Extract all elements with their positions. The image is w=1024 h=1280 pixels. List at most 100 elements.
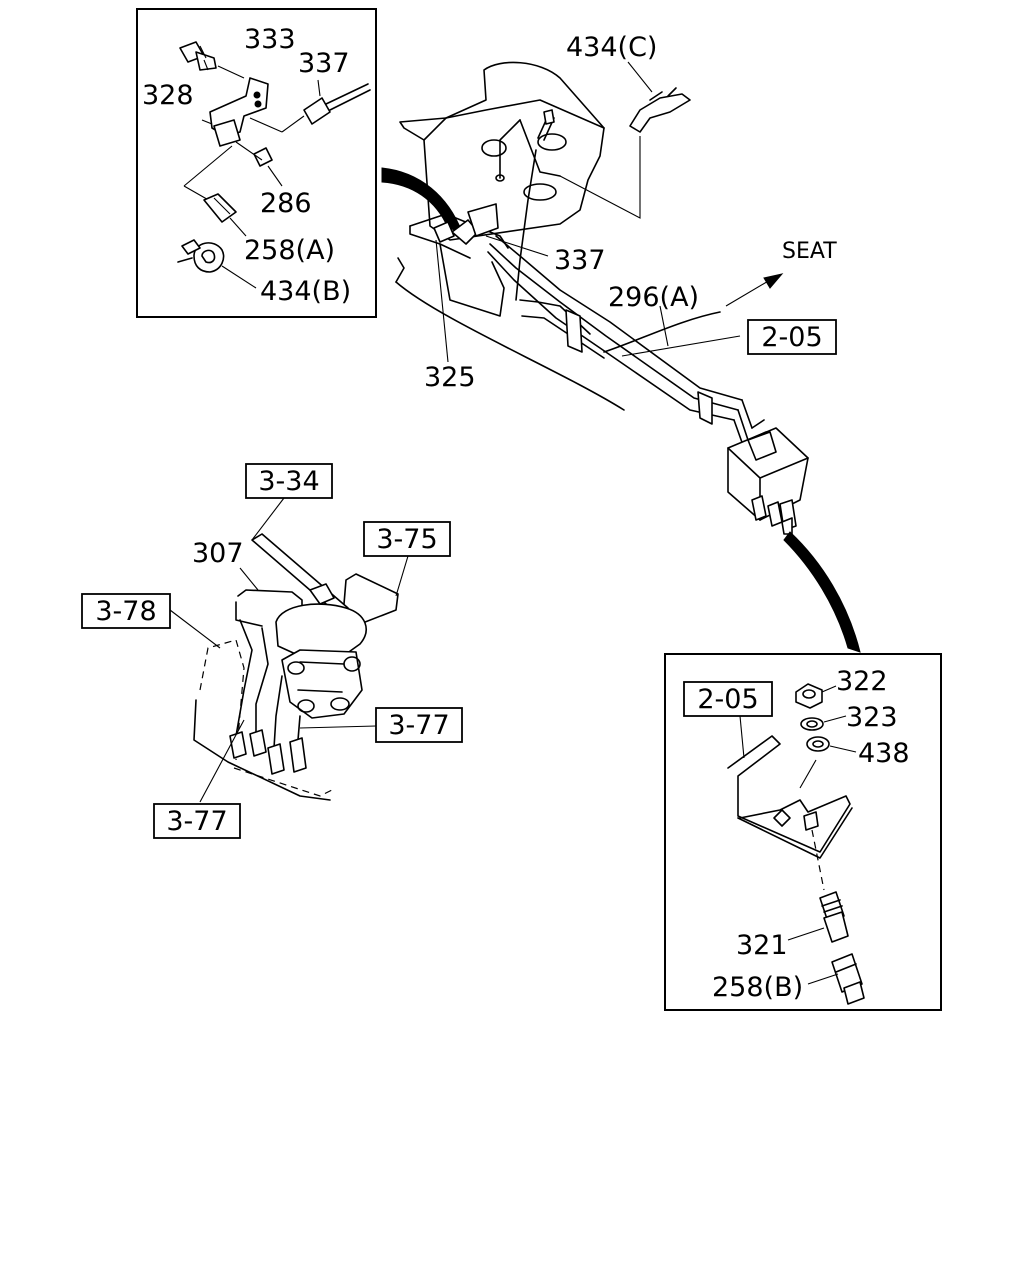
leader-321: [787, 927, 825, 941]
part-258b-flat: [835, 963, 857, 973]
leader-438: [829, 745, 857, 753]
leader-377-left: [199, 719, 245, 803]
inset-bracket-hole: [773, 809, 791, 827]
valve-port-a: [287, 661, 305, 675]
label-seat: SEAT: [782, 239, 837, 264]
label-258a: 258(A): [244, 235, 335, 266]
label-434b: 434(B): [260, 276, 351, 307]
ref-334[interactable]: 3-34: [258, 466, 319, 497]
part-258b-fitting-body: [831, 953, 863, 993]
inset-centerline: [811, 829, 825, 891]
bracket-378: [199, 639, 245, 761]
ref-205-inset[interactable]: 2-05: [697, 684, 758, 715]
leader-378: [169, 609, 221, 649]
part-321-connector-body: [823, 911, 849, 943]
inset-bracket-lower: [737, 807, 853, 859]
valve-plate-side: [409, 225, 471, 259]
part-333-fitting: [179, 41, 217, 71]
line-group-a: [495, 235, 743, 401]
leader-286-b: [267, 165, 283, 187]
leader-375: [395, 555, 409, 597]
leader-258a-connect: [183, 145, 233, 187]
seat-box-top-edge: [445, 99, 605, 129]
brake-fitting-b: [249, 729, 267, 757]
leader-307: [239, 567, 259, 591]
ref-377-right[interactable]: 3-77: [388, 710, 449, 741]
line-group-b: [489, 243, 739, 411]
leader-296a: [659, 305, 669, 347]
pedal-334: [251, 533, 349, 617]
part-434c-tabs: [649, 87, 677, 101]
box-pipe-fitting: [543, 109, 555, 125]
line-group-c: [487, 251, 735, 421]
seat-box-rib: [499, 119, 521, 179]
part-337-inset-fitting: [303, 83, 371, 125]
upper-assembly: [395, 61, 861, 653]
valve-bottom-ribs: [297, 661, 345, 693]
line-group-e: [521, 315, 605, 359]
hose-296a: [603, 311, 721, 353]
ref-378[interactable]: 3-78: [95, 596, 156, 627]
leader-337-inset-b: [281, 115, 305, 133]
label-325: 325: [424, 362, 476, 393]
part-322-nut: [795, 683, 823, 709]
ref-box-205-inset[interactable]: [683, 681, 773, 717]
leader-325: [435, 239, 449, 363]
ref-box-377-left[interactable]: [153, 803, 241, 839]
ref-377-left[interactable]: 3-77: [166, 806, 227, 837]
manifold-port-a: [751, 495, 767, 521]
leader-205-inset: [739, 715, 745, 759]
brake-line-a: [235, 619, 253, 737]
ref-375[interactable]: 3-75: [376, 524, 437, 555]
leader-322: [821, 685, 837, 693]
brake-line-b: [255, 627, 269, 737]
ref-box-334[interactable]: [245, 463, 333, 499]
fitting-325-side: [433, 221, 455, 243]
brake-line-c: [273, 675, 283, 749]
ref-box-205-main[interactable]: [747, 319, 837, 355]
leader-434b: [221, 265, 257, 289]
part-286-nut: [253, 147, 273, 167]
inset-top-left-frame: [136, 8, 377, 318]
seat-box-left-edge: [423, 117, 447, 141]
valve-top-fitting: [309, 583, 335, 605]
label-434c: 434(C): [566, 32, 657, 63]
valve-plate-front: [439, 243, 505, 317]
part-438-washer: [806, 736, 830, 752]
line-clamp-a: [565, 309, 583, 353]
ref-205-main[interactable]: 2-05: [761, 322, 822, 353]
leader-333: [217, 65, 245, 79]
ref-box-378[interactable]: [81, 593, 171, 629]
label-296a: 296(A): [608, 282, 699, 313]
seat-box-hole-a: [481, 139, 507, 157]
valve-port-c: [330, 697, 350, 711]
ref-box-377-right[interactable]: [375, 707, 463, 743]
leader-337-inset-a: [249, 117, 283, 133]
part-434b-clip: [177, 239, 225, 273]
label-328: 328: [142, 80, 194, 111]
leader-377-right: [299, 725, 377, 729]
part-258a-fitting: [203, 193, 237, 223]
label-286: 286: [260, 188, 312, 219]
label-438: 438: [858, 738, 910, 769]
pipe-375: [343, 573, 399, 625]
label-321: 321: [736, 930, 788, 961]
brake-fitting-d: [289, 737, 307, 773]
part-323-washer-hole: [806, 720, 818, 728]
ref-box-375[interactable]: [363, 521, 451, 557]
part-328-bracket: [201, 77, 269, 147]
line-clamp-b: [697, 391, 713, 425]
leader-258b: [807, 973, 839, 985]
bracket-325: [467, 203, 499, 237]
part-322-nut-hole: [802, 689, 816, 699]
leader-434c-top: [627, 61, 653, 93]
leader-258a: [229, 217, 247, 237]
label-323: 323: [846, 702, 898, 733]
inset-lower-right-frame: [664, 653, 942, 1011]
label-322: 322: [836, 666, 888, 697]
part-323-washer: [800, 717, 824, 731]
label-337-inset: 337: [298, 48, 350, 79]
label-337-main: 337: [554, 245, 606, 276]
box-hose: [515, 149, 537, 301]
